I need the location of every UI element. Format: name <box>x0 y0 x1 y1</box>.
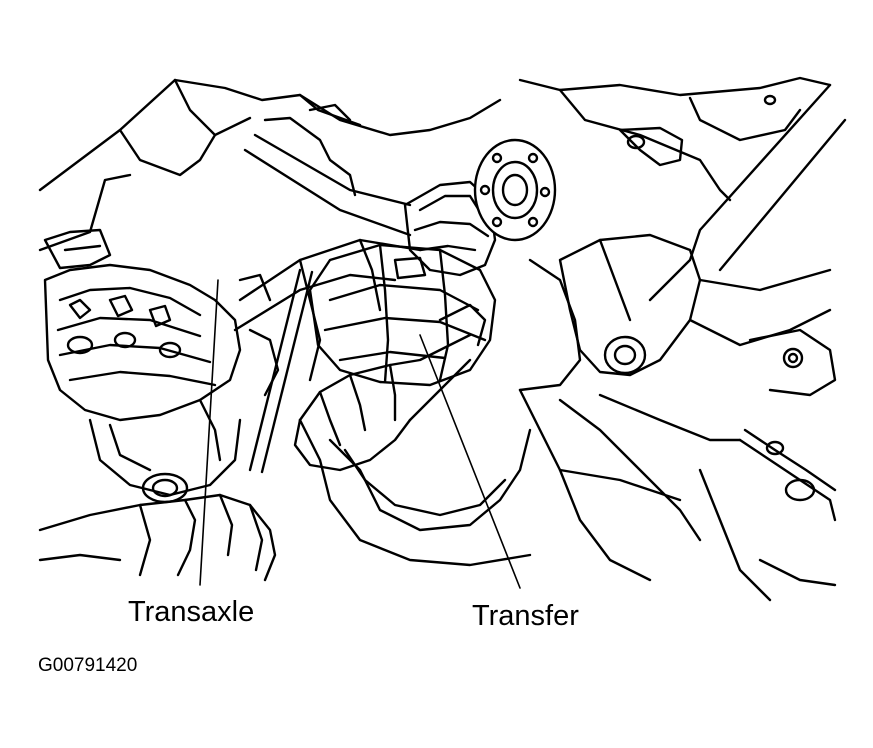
transfer-label: Transfer <box>472 600 579 632</box>
left-hand <box>38 493 277 582</box>
transaxle-leader-line <box>199 279 219 586</box>
right-hand <box>293 303 487 472</box>
figure-code: G00791420 <box>38 655 138 676</box>
right-lower-bracket <box>698 328 837 602</box>
right-frame-member <box>518 233 832 392</box>
transaxle-housing <box>43 228 242 504</box>
upper-body-frame <box>38 78 502 252</box>
lower-structure <box>298 388 742 582</box>
diagonal-rod <box>248 268 314 474</box>
transfer-leader-line <box>419 334 521 589</box>
companion-flange <box>403 138 557 277</box>
transaxle-label: Transaxle <box>128 596 255 628</box>
upper-shaft <box>243 103 412 237</box>
upper-right-structure <box>518 76 847 302</box>
